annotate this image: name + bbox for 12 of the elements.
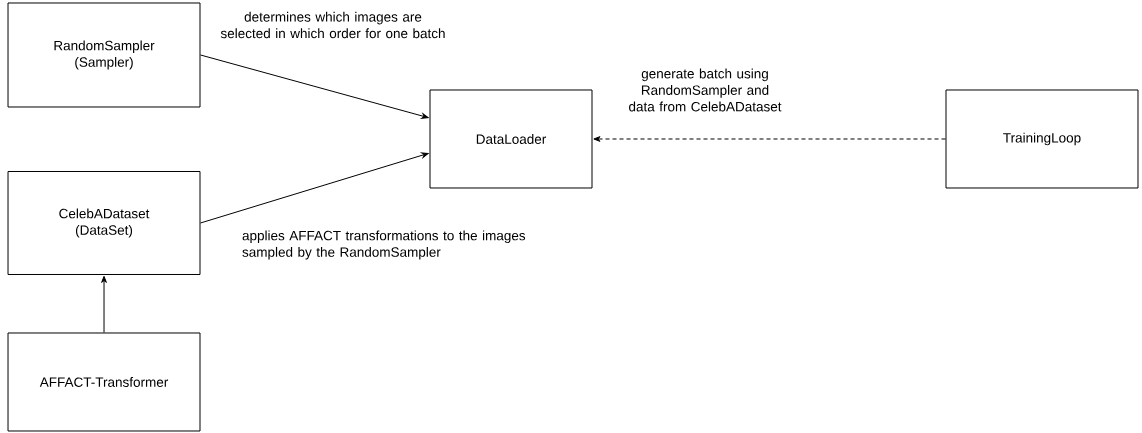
edge-label: determines which images are selected in which order for one batch [220, 11, 445, 39]
process-box: CelebADataset (DataSet) [7, 171, 201, 275]
process-box: RandomSampler (Sampler) [7, 2, 201, 108]
arrow [593, 136, 946, 142]
process-box: AFFACT-Transformer [7, 332, 201, 432]
arrow [200, 54, 429, 119]
process-box: TrainingLoop [945, 89, 1139, 189]
arrow [200, 152, 429, 224]
process-box: DataLoader [429, 89, 593, 189]
edge-label: applies AFFACT transformations to the images sampled by the RandomSampler [242, 230, 526, 260]
edge-label: generate batch using RandomSampler and data from CelebADataset [629, 68, 782, 112]
arrow [101, 275, 107, 333]
